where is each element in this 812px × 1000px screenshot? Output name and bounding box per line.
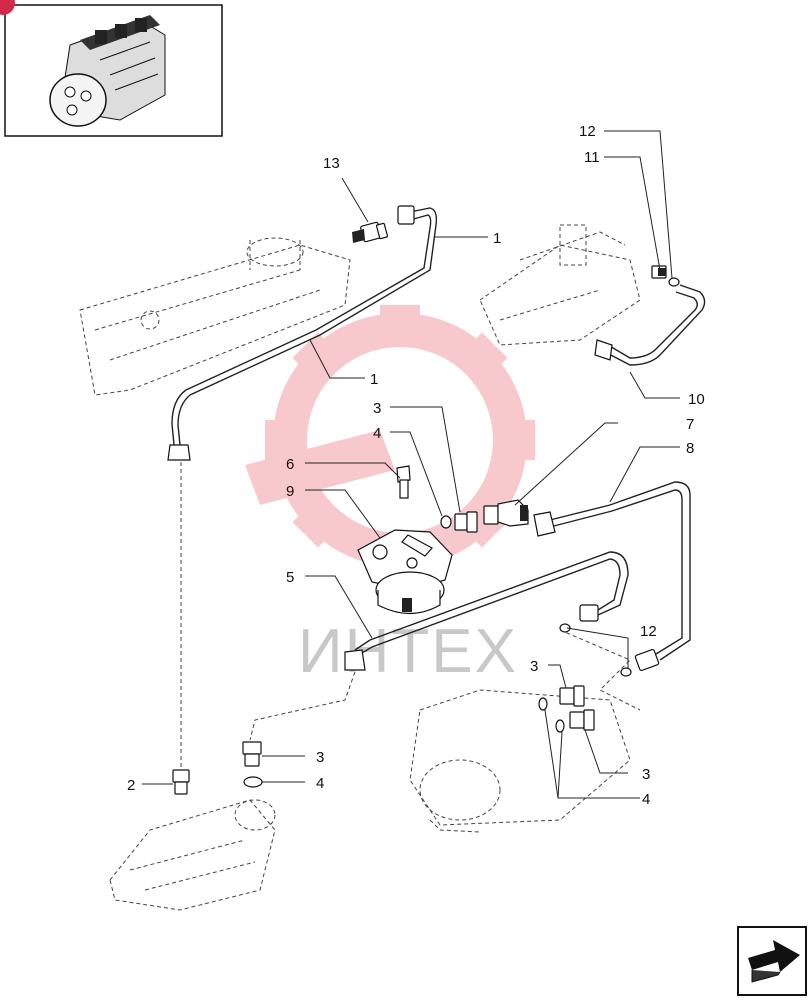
callout-8: 8 (686, 440, 694, 457)
callout-9: 9 (286, 483, 294, 500)
next-page-button[interactable] (737, 926, 807, 996)
fuel-pipe-5[interactable] (354, 551, 629, 658)
adapter-3-filter-a[interactable] (559, 685, 585, 707)
pipe-10-nut (594, 339, 613, 361)
adapter-3-filter-b[interactable] (569, 709, 595, 731)
callout-7: 7 (686, 416, 694, 433)
ghost-cylinder-head (79, 237, 351, 396)
callout-13: 13 (323, 155, 340, 172)
fuel-pipe-10[interactable] (604, 284, 706, 366)
callout-3-pump: 3 (373, 400, 381, 417)
callout-10: 10 (688, 391, 705, 408)
pipe-5-dashed-guide (249, 671, 356, 741)
watermark-brand-text: ИНТЕХ (298, 617, 518, 686)
callout-4-filter: 4 (642, 791, 650, 808)
pipe-5-nut-left (344, 649, 366, 671)
callout-1-top: 1 (493, 230, 501, 247)
ghost-injection-pump-bottom (109, 799, 276, 911)
leader-lines (142, 130, 680, 799)
pipe-5-nut-right (579, 604, 599, 622)
pipe-8-nut-top (533, 511, 556, 537)
engine-thumbnail[interactable] (0, 0, 223, 137)
callout-1-middle: 1 (370, 371, 378, 388)
adapter-3-top[interactable] (454, 511, 478, 533)
union-11[interactable] (651, 265, 667, 279)
pipe-8-nut-bottom (634, 649, 660, 671)
seal-washer-4-top[interactable] (440, 515, 452, 529)
thumbnail-badge (0, 0, 15, 15)
fuel-pipe-8[interactable] (549, 481, 691, 661)
callout-4-pump: 4 (373, 425, 381, 442)
callout-2: 2 (127, 777, 135, 794)
ghost-filter-housing (409, 689, 631, 833)
seal-washer-4-filter-a[interactable] (538, 697, 548, 711)
callout-5: 5 (286, 569, 294, 586)
next-page-arrow-icon (748, 940, 800, 983)
washer-12-top[interactable] (668, 277, 680, 287)
bolt-6[interactable] (396, 465, 411, 499)
elbow-fitting-7[interactable] (483, 499, 529, 527)
fuel-pipe-1[interactable] (171, 207, 438, 446)
ghost-injection-pump-top (479, 224, 641, 346)
pipe-1-nut-bottom (167, 444, 191, 461)
pipe-8-dashed-guide (559, 629, 641, 711)
banjo-union-13[interactable] (352, 221, 389, 243)
callout-3-filter-b: 3 (642, 766, 650, 783)
engine-thumbnail-sketch (49, 15, 166, 127)
pipe-1-nut-top (397, 205, 415, 225)
union-2[interactable] (172, 769, 190, 795)
callout-6: 6 (286, 456, 294, 473)
callout-3-bottom: 3 (316, 749, 324, 766)
washer-12-lower-b[interactable] (620, 667, 632, 677)
callout-12-lower: 12 (640, 623, 657, 640)
callout-4-bottom: 4 (316, 775, 324, 792)
callout-3-filter: 3 (530, 658, 538, 675)
seal-washer-4-filter-b[interactable] (555, 719, 565, 733)
adapter-3-bottom[interactable] (242, 741, 262, 767)
callout-11: 11 (584, 149, 600, 166)
fuel-lift-pump-9[interactable] (357, 529, 453, 614)
callout-12-top: 12 (579, 123, 596, 140)
seal-washer-4-bottom[interactable] (243, 776, 263, 788)
